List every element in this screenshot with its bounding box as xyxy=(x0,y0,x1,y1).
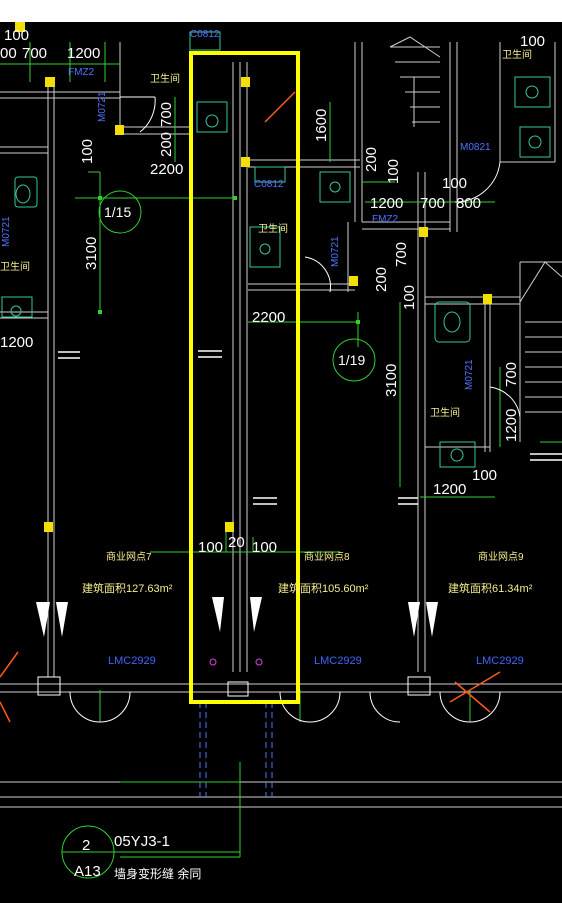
code-m0721-d: M0721 xyxy=(464,359,475,390)
callout-atlas: 05YJ3-1 xyxy=(114,833,170,850)
callout-sheet: A13 xyxy=(74,863,101,880)
room-washroom-3: 卫生间 xyxy=(258,222,288,235)
dim-700-far-right: 700 xyxy=(503,362,520,387)
code-fmz2-left: FMZ2 xyxy=(68,67,95,78)
dim-100-mid-vert: 100 xyxy=(385,159,402,184)
dim-100-top-left: 100 xyxy=(4,27,29,44)
shop-9-label: 商业网点9 xyxy=(478,550,524,563)
dim-3100-left: 3100 xyxy=(83,237,100,270)
wall-stubs xyxy=(58,350,562,505)
shop-8-area: 建筑面积105.60m² xyxy=(278,581,369,595)
column-markers xyxy=(15,22,492,532)
dimension-ticks xyxy=(98,196,360,324)
highlight-box xyxy=(189,51,300,704)
dim-1200-mid: 1200 xyxy=(370,195,403,212)
dim-800-mid: 800 xyxy=(456,195,481,212)
dim-700-mid: 700 xyxy=(420,195,445,212)
dim-700-right-vert: 700 xyxy=(393,242,410,267)
dim-100-top-right: 100 xyxy=(520,33,545,50)
dim-1600: 1600 xyxy=(313,109,330,142)
code-fmz2-mid: FMZ2 xyxy=(372,214,399,225)
code-m0721-c: M0721 xyxy=(330,236,341,267)
grid-bubble-1-19 xyxy=(332,338,376,382)
code-m0721-a: M0721 xyxy=(97,91,108,122)
dim-1200-bottom: 1200 xyxy=(433,481,466,498)
joint-cover-marks xyxy=(209,658,263,666)
storefront-glazing xyxy=(37,676,501,723)
dim-100-joint-right: 100 xyxy=(252,539,277,556)
stair-right xyxy=(519,261,562,413)
shop-7-area: 建筑面积127.63m² xyxy=(82,581,173,595)
grid-bubbles xyxy=(61,190,376,879)
door-swings xyxy=(120,96,521,418)
room-washroom-4: 卫生间 xyxy=(430,406,460,419)
dim-20-joint: 20 xyxy=(228,534,245,551)
room-washroom-1: 卫生间 xyxy=(150,72,180,85)
dim-700-left-vert: 700 xyxy=(158,102,175,127)
dim-3100-right: 3100 xyxy=(383,364,400,397)
dim-1200-far-right: 1200 xyxy=(503,409,520,442)
code-c0812-top: C0812 xyxy=(190,29,220,40)
room-washroom-5: 卫生间 xyxy=(502,48,532,61)
code-lmc2929-c: LMC2929 xyxy=(476,655,524,667)
expansion-joint-lines xyxy=(199,702,273,797)
code-lmc2929-b: LMC2929 xyxy=(314,655,362,667)
cad-drawing-area: 100 00 700 1200 2200 2200 1200 700 800 1… xyxy=(0,22,562,903)
grid-bubble-labels: 1/15 1/19 xyxy=(104,204,365,368)
dim-700-top-left: 700 xyxy=(22,45,47,62)
room-labels: 卫生间 卫生间 卫生间 卫生间 卫生间 商业网点7 建筑面积127.63m² 商… xyxy=(0,48,533,595)
dim-1200-top-left: 1200 xyxy=(67,45,100,62)
fixtures xyxy=(1,31,551,468)
dim-100-mid: 100 xyxy=(442,175,467,192)
code-c0812-mid: C0812 xyxy=(254,179,284,190)
dimension-labels: 100 00 700 1200 2200 2200 1200 700 800 1… xyxy=(0,27,545,556)
grid-label-1-19: 1/19 xyxy=(338,352,365,368)
callout-number: 2 xyxy=(82,837,90,854)
door-codes: C0812 FMZ2 C0812 M0821 FMZ2 M0721 M0721 … xyxy=(1,29,524,667)
dim-100-joint-left: 100 xyxy=(198,539,223,556)
dim-200-mid-vert: 200 xyxy=(363,147,380,172)
floor-plan: 100 00 700 1200 2200 2200 1200 700 800 1… xyxy=(0,22,562,881)
code-m0821: M0821 xyxy=(460,142,491,153)
dim-2200-right: 2200 xyxy=(252,309,285,326)
markup-strokes xyxy=(0,91,501,723)
detail-callout: 2 A13 05YJ3-1 墙身变形缝 余同 xyxy=(74,833,201,881)
dim-100-bottom-right: 100 xyxy=(472,467,497,484)
dim-2200-left: 2200 xyxy=(150,161,183,178)
dim-00: 00 xyxy=(0,45,17,62)
dim-100-left-vert: 100 xyxy=(79,139,96,164)
shop-7-label: 商业网点7 xyxy=(106,550,152,563)
room-washroom-2: 卫生间 xyxy=(0,260,30,273)
code-m0721-b: M0721 xyxy=(1,216,12,247)
shop-9-area: 建筑面积61.34m² xyxy=(448,581,533,595)
dim-200-left-vert: 200 xyxy=(158,132,175,157)
wall-lines xyxy=(0,42,562,808)
grid-label-1-15: 1/15 xyxy=(104,204,131,220)
dim-1200-left: 1200 xyxy=(0,334,33,351)
dim-200-right-vert: 200 xyxy=(373,267,390,292)
dim-100-right-vert: 100 xyxy=(401,285,418,310)
code-lmc2929-a: LMC2929 xyxy=(108,655,156,667)
callout-note: 墙身变形缝 余同 xyxy=(114,866,201,881)
stair-top xyxy=(389,36,441,127)
shop-8-label: 商业网点8 xyxy=(304,550,350,563)
grid-bubble-1-15 xyxy=(98,190,142,234)
entrance-markers xyxy=(36,597,438,637)
